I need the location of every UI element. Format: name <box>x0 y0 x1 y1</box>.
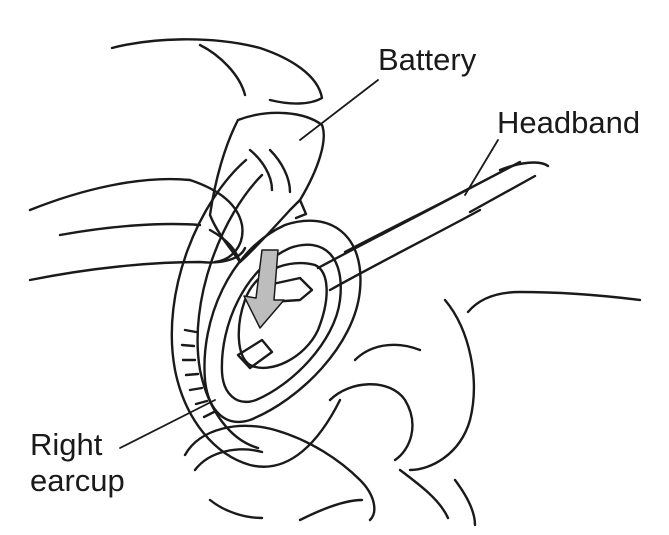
headband-leader-line <box>464 139 499 196</box>
battery-shape <box>208 111 325 264</box>
battery-leader-line <box>299 79 379 141</box>
top-hand <box>28 38 324 282</box>
earcup-leader-line <box>119 399 216 449</box>
right-earcup-label: Right earcup <box>30 427 170 499</box>
headband-label: Headband <box>497 105 641 140</box>
right-earcup-label-line1: Right <box>30 427 103 462</box>
bottom-hand <box>183 290 642 527</box>
battery-label: Battery <box>378 42 477 77</box>
leader-lines <box>119 79 499 449</box>
insert-arrow <box>243 249 285 329</box>
right-earcup-label-line2: earcup <box>30 463 125 498</box>
headband-shape <box>316 160 550 292</box>
earcup-shape <box>170 158 362 468</box>
